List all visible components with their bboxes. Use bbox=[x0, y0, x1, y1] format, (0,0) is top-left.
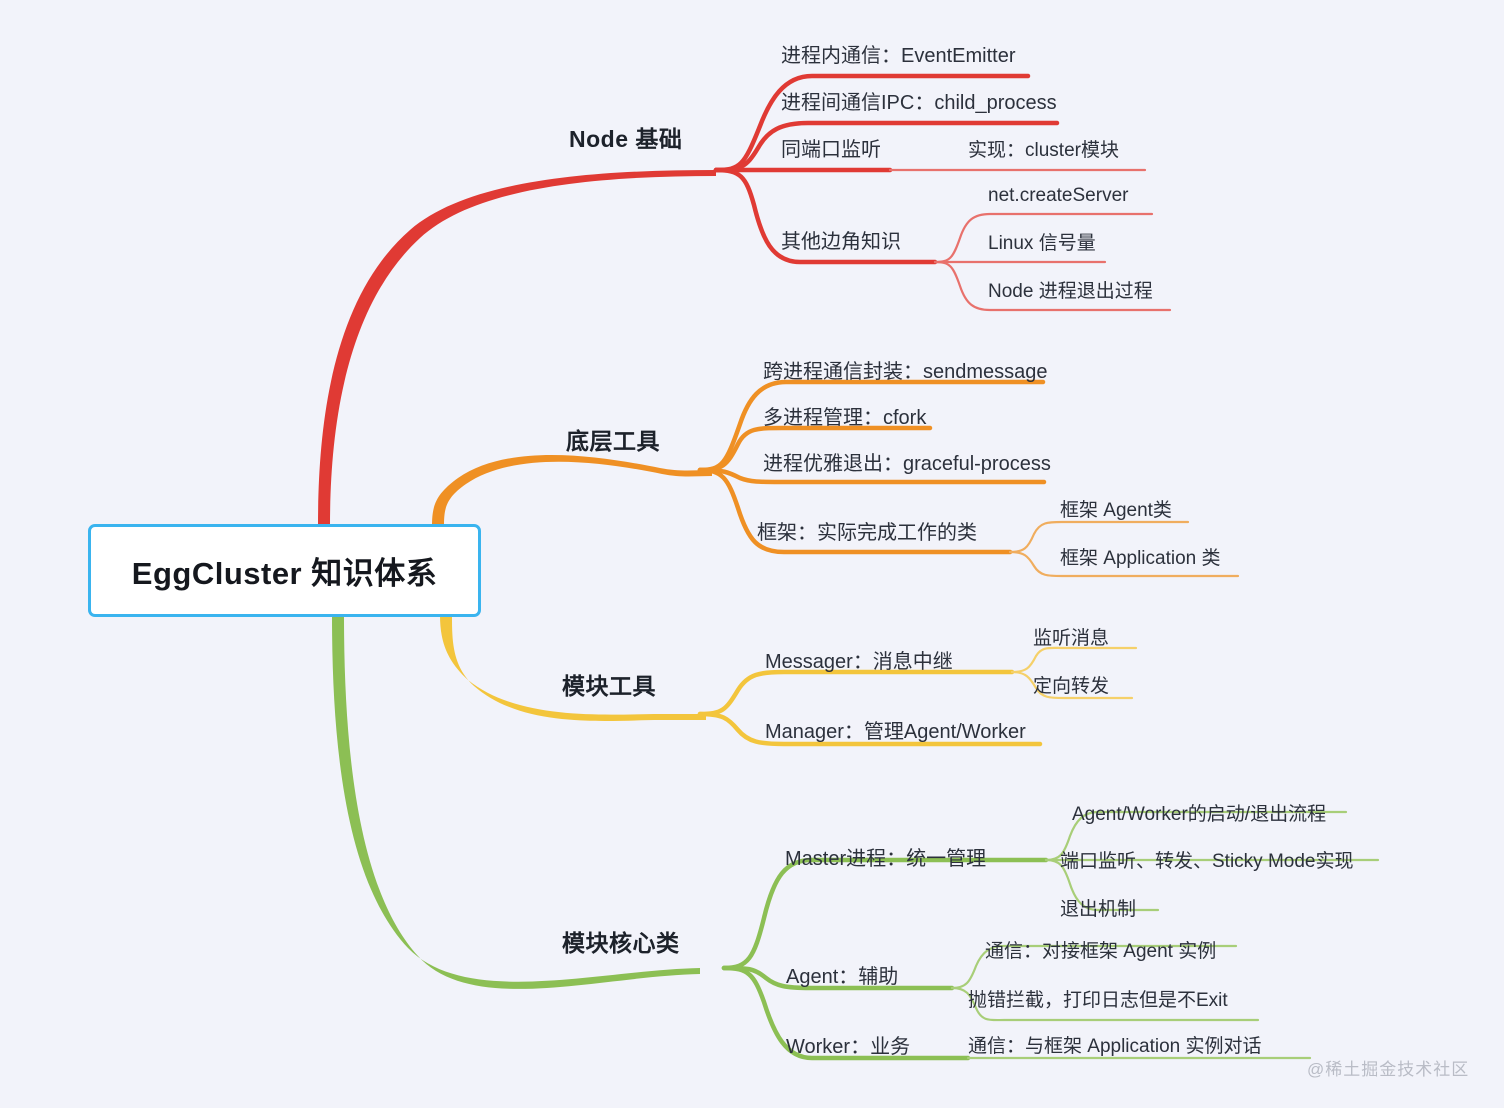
wire-b3c1g1 bbox=[1010, 646, 1138, 674]
node-label-b4c2[interactable]: Agent：辅助 bbox=[786, 966, 899, 988]
wire-b3c1 bbox=[697, 669, 1015, 717]
node-label-b4c1g1[interactable]: Agent/Worker的启动/退出流程 bbox=[1072, 804, 1327, 825]
wire-b4c2g1 bbox=[950, 944, 1238, 990]
node-label-b1c1[interactable]: 进程内通信：EventEmitter bbox=[781, 45, 1016, 67]
branch-label-node-basics[interactable]: Node 基础 bbox=[569, 126, 683, 152]
node-label-b4c1g3[interactable]: 退出机制 bbox=[1060, 899, 1137, 920]
root-node[interactable]: EggCluster 知识体系 bbox=[88, 524, 481, 617]
node-label-b2c4[interactable]: 框架：实际完成工作的类 bbox=[757, 522, 977, 544]
branch-label-module-core-classes[interactable]: 模块核心类 bbox=[562, 930, 680, 956]
watermark: @稀土掘金技术社区 bbox=[1307, 1060, 1470, 1079]
wire-b3c1g2 bbox=[1010, 670, 1134, 700]
trunk-low-level-tools bbox=[432, 454, 712, 526]
node-label-b2c1[interactable]: 跨进程通信封装：sendmessage bbox=[763, 361, 1048, 383]
wire-b4c1g3 bbox=[1044, 858, 1160, 912]
node-label-b3c1[interactable]: Messager：消息中继 bbox=[765, 651, 953, 673]
node-label-b1c4g2[interactable]: Linux 信号量 bbox=[988, 233, 1096, 254]
wire-b2c4 bbox=[697, 467, 1013, 555]
root-node-title: EggCluster 知识体系 bbox=[131, 556, 438, 591]
node-label-b1c4g1[interactable]: net.createServer bbox=[988, 185, 1129, 206]
node-label-b2c3[interactable]: 进程优雅退出：graceful-process bbox=[763, 453, 1051, 475]
node-label-b4c3[interactable]: Worker：业务 bbox=[786, 1036, 911, 1058]
node-label-b1c4[interactable]: 其他边角知识 bbox=[781, 231, 901, 253]
wire-b1c4 bbox=[713, 167, 938, 265]
node-label-b4c2g2[interactable]: 抛错拦截，打印日志但是不Exit bbox=[968, 990, 1228, 1011]
node-label-b1c4g3[interactable]: Node 进程退出过程 bbox=[988, 281, 1153, 302]
wire-b1c4g1 bbox=[933, 212, 1154, 264]
trunk-module-tools bbox=[440, 615, 706, 721]
node-label-b4c1[interactable]: Master进程：统一管理 bbox=[785, 848, 987, 870]
wire-b2c4g1 bbox=[1008, 520, 1190, 554]
node-label-b3c1g1[interactable]: 监听消息 bbox=[1033, 628, 1110, 649]
wire-b2c2 bbox=[697, 425, 933, 473]
node-label-b2c2[interactable]: 多进程管理：cfork bbox=[763, 407, 927, 429]
node-label-b3c2[interactable]: Manager：管理Agent/Worker bbox=[765, 721, 1026, 743]
wire-b3c2 bbox=[697, 711, 1043, 747]
wire-b2c3 bbox=[697, 467, 1047, 485]
node-label-b1c3[interactable]: 同端口监听 bbox=[781, 139, 881, 161]
node-label-b1c3g1[interactable]: 实现：cluster模块 bbox=[968, 140, 1119, 161]
wire-b4c1g1 bbox=[1044, 810, 1348, 862]
node-label-b1c2[interactable]: 进程间通信IPC：child_process bbox=[781, 92, 1057, 114]
node-label-b4c3g1[interactable]: 通信：与框架 Application 实例对话 bbox=[968, 1036, 1262, 1057]
wire-b4c2g2 bbox=[950, 986, 1260, 1022]
node-label-b2c4g2[interactable]: 框架 Application 类 bbox=[1060, 548, 1221, 569]
branch-label-module-tools[interactable]: 模块工具 bbox=[562, 673, 656, 699]
branch-label-low-level-tools[interactable]: 底层工具 bbox=[566, 428, 660, 454]
node-label-b3c1g2[interactable]: 定向转发 bbox=[1033, 676, 1110, 697]
wire-b4c3 bbox=[721, 965, 971, 1061]
node-label-b4c1g2[interactable]: 端口监听、转发、Sticky Mode实现 bbox=[1060, 851, 1354, 872]
node-label-b4c2g1[interactable]: 通信：对接框架 Agent 实例 bbox=[985, 941, 1217, 962]
wire-b1c4g3 bbox=[933, 260, 1172, 312]
wire-b2c4g2 bbox=[1008, 550, 1240, 578]
wire-b4c1 bbox=[721, 857, 1049, 971]
node-label-b2c4g1[interactable]: 框架 Agent类 bbox=[1060, 500, 1172, 521]
